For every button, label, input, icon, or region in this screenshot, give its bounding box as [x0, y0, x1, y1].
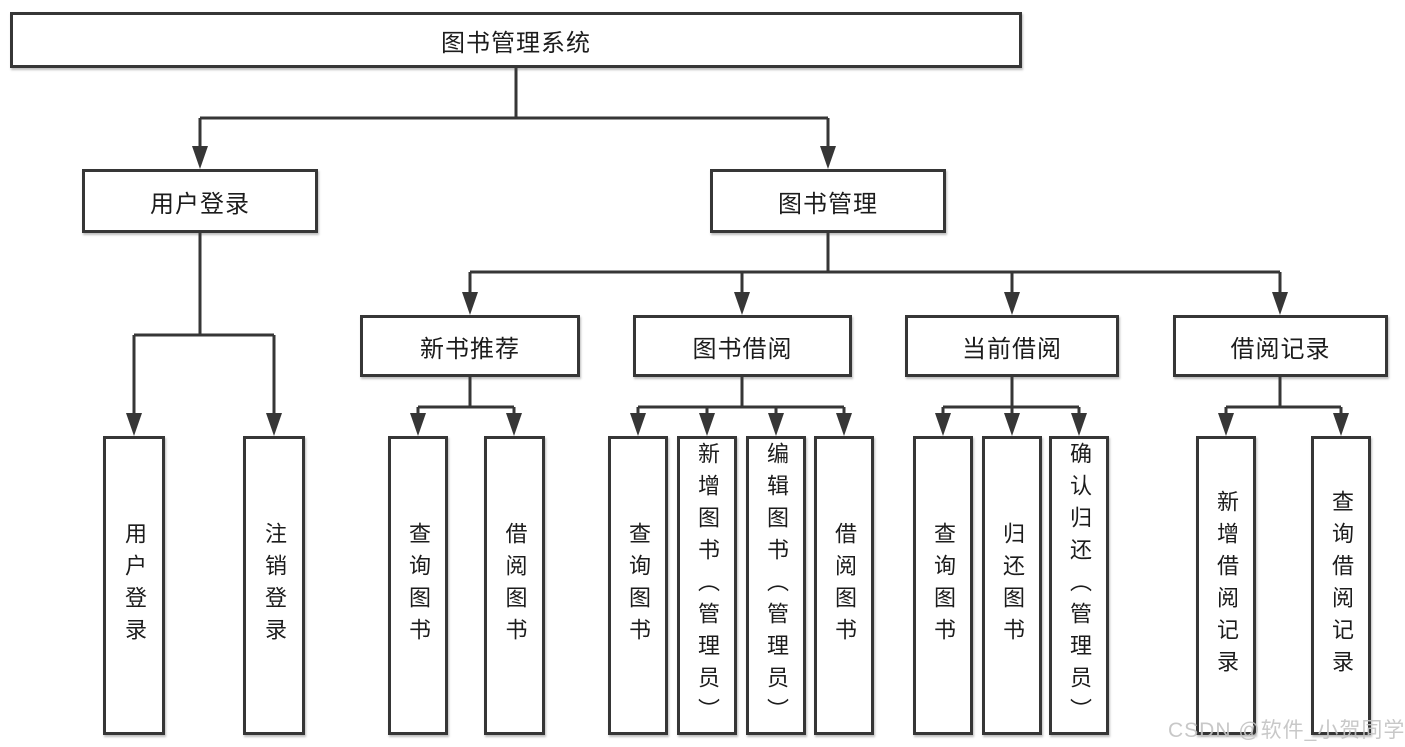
- leaf-add-borrow-record: 新增借阅记录: [1196, 436, 1256, 735]
- arrow-down-icon: [836, 413, 852, 436]
- node-library-management-system: 图书管理系统: [10, 12, 1022, 68]
- leaf-confirm-return-admin: 确认归还（管理员）: [1049, 436, 1109, 735]
- leaf-query-books-current-label: 查询图书: [931, 521, 956, 650]
- node-borrowing-records: 借阅记录: [1173, 315, 1388, 377]
- arrow-down-icon: [126, 413, 142, 436]
- leaf-user-login-label: 用户登录: [122, 521, 147, 650]
- arrow-down-icon: [630, 413, 646, 436]
- leaf-query-borrow-record-label: 查询借阅记录: [1329, 489, 1354, 682]
- node-book-management: 图书管理: [710, 169, 946, 233]
- node-book-borrowing-label: 图书借阅: [692, 335, 793, 363]
- node-new-book-recommendation-label: 新书推荐: [420, 335, 520, 363]
- leaf-query-books-recommendation: 查询图书: [388, 436, 448, 735]
- node-new-book-recommendation: 新书推荐: [360, 315, 580, 377]
- arrow-down-icon: [1218, 413, 1234, 436]
- node-current-borrowing: 当前借阅: [905, 315, 1119, 377]
- arrow-down-icon: [699, 413, 715, 436]
- leaf-confirm-return-admin-label: 确认归还（管理员）: [1067, 441, 1092, 730]
- csdn-watermark: CSDN @软件_小贺同学: [1168, 719, 1405, 742]
- leaf-return-books: 归还图书: [982, 436, 1042, 735]
- leaf-add-books-admin: 新增图书（管理员）: [677, 436, 737, 735]
- connector-book-management-branch: [462, 233, 1288, 315]
- leaf-borrow-books-borrowing: 借阅图书: [814, 436, 874, 735]
- node-library-management-system-label: 图书管理系统: [441, 29, 591, 57]
- node-book-management-label: 图书管理: [778, 190, 878, 218]
- arrow-down-icon: [266, 413, 282, 436]
- node-book-borrowing: 图书借阅: [633, 315, 852, 377]
- node-user-login: 用户登录: [82, 169, 318, 233]
- arrow-down-icon: [1004, 292, 1020, 315]
- node-borrowing-records-label: 借阅记录: [1230, 335, 1331, 363]
- leaf-query-books-current: 查询图书: [913, 436, 973, 735]
- leaf-borrow-books-recommendation: 借阅图书: [484, 436, 545, 735]
- leaf-query-borrow-record: 查询借阅记录: [1311, 436, 1371, 735]
- arrow-down-icon: [768, 413, 784, 436]
- leaf-borrow-books-borrowing-label: 借阅图书: [832, 521, 857, 650]
- leaf-edit-books-admin-label: 编辑图书（管理员）: [764, 441, 789, 730]
- arrow-down-icon: [192, 146, 208, 169]
- leaf-user-login: 用户登录: [103, 436, 165, 735]
- leaf-add-borrow-record-label: 新增借阅记录: [1214, 489, 1239, 682]
- arrow-down-icon: [506, 413, 522, 436]
- connector-user-login-branch: [126, 233, 282, 436]
- leaf-query-books-borrowing: 查询图书: [608, 436, 668, 735]
- connector-root-branch: [192, 68, 836, 169]
- arrow-down-icon: [734, 292, 750, 315]
- connector-current-borrowing-branch: [935, 377, 1087, 436]
- arrow-down-icon: [1272, 292, 1288, 315]
- arrow-down-icon: [1333, 413, 1349, 436]
- arrow-down-icon: [1071, 413, 1087, 436]
- arrow-down-icon: [1004, 413, 1020, 436]
- leaf-logout: 注销登录: [243, 436, 305, 735]
- connector-new-book-branch: [410, 377, 522, 436]
- connector-book-borrowing-branch: [630, 377, 852, 436]
- node-current-borrowing-label: 当前借阅: [962, 335, 1062, 363]
- connector-borrowing-records-branch: [1218, 377, 1349, 436]
- leaf-borrow-books-recommendation-label: 借阅图书: [502, 521, 528, 650]
- leaf-logout-label: 注销登录: [262, 521, 287, 650]
- arrow-down-icon: [935, 413, 951, 436]
- arrow-down-icon: [410, 413, 426, 436]
- node-user-login-label: 用户登录: [150, 190, 250, 218]
- leaf-add-books-admin-label: 新增图书（管理员）: [695, 441, 720, 730]
- leaf-query-books-recommendation-label: 查询图书: [406, 521, 431, 650]
- leaf-query-books-borrowing-label: 查询图书: [626, 521, 651, 650]
- leaf-return-books-label: 归还图书: [1000, 521, 1025, 650]
- leaf-edit-books-admin: 编辑图书（管理员）: [746, 436, 806, 735]
- arrow-down-icon: [820, 146, 836, 169]
- arrow-down-icon: [462, 292, 478, 315]
